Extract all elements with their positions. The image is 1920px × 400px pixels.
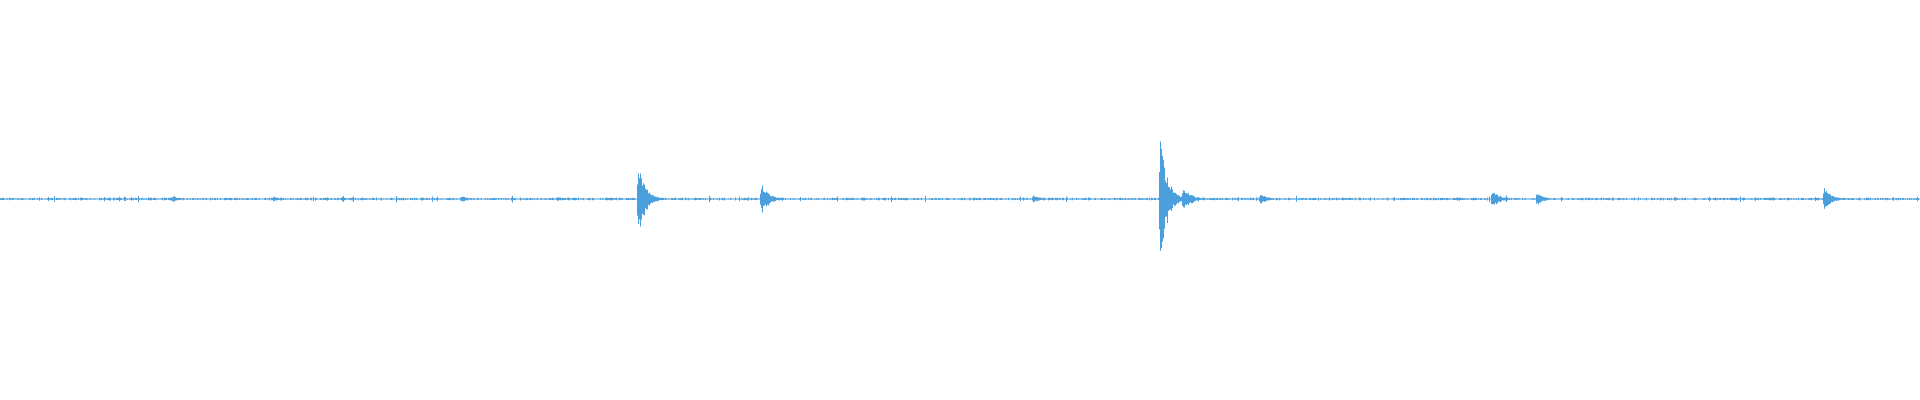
waveform-trace — [0, 141, 1920, 251]
